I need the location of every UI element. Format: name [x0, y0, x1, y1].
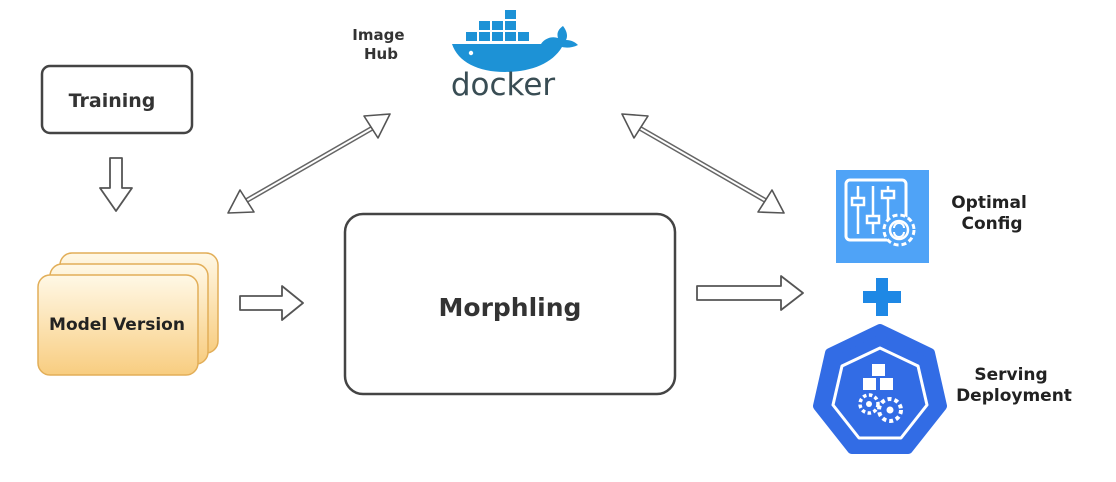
- double-arrow-left: [227, 113, 391, 214]
- image-hub-line2: Hub: [364, 45, 398, 63]
- double-arrow-right: [621, 113, 785, 214]
- morphling-box: [343, 212, 677, 396]
- docker-whale-icon: [452, 10, 578, 72]
- arrow-morphling-to-output: [696, 275, 804, 311]
- training-label: Training: [69, 90, 156, 112]
- kubernetes-icon: [813, 324, 947, 454]
- docker-wordmark: docker: [451, 67, 556, 103]
- image-hub-label: Image Hub: [352, 26, 409, 63]
- arrow-training-to-model: [99, 157, 133, 212]
- arrow-model-to-morphling: [239, 285, 304, 321]
- model-version-stack: [37, 252, 219, 376]
- serving-deployment-label: Serving Deployment: [956, 365, 1072, 406]
- training-box: [40, 64, 194, 135]
- serving-deployment-line2: Deployment: [956, 386, 1072, 406]
- config-sliders-icon: [836, 170, 929, 263]
- optimal-config-line2: Config: [961, 214, 1022, 234]
- model-version-label: Model Version: [49, 315, 185, 335]
- morphling-label: Morphling: [439, 293, 582, 322]
- serving-deployment-line1: Serving: [974, 365, 1047, 385]
- optimal-config-line1: Optimal: [951, 193, 1027, 213]
- optimal-config-label: Optimal Config: [951, 193, 1033, 234]
- image-hub-line1: Image: [352, 26, 404, 44]
- plus-icon: [863, 278, 901, 316]
